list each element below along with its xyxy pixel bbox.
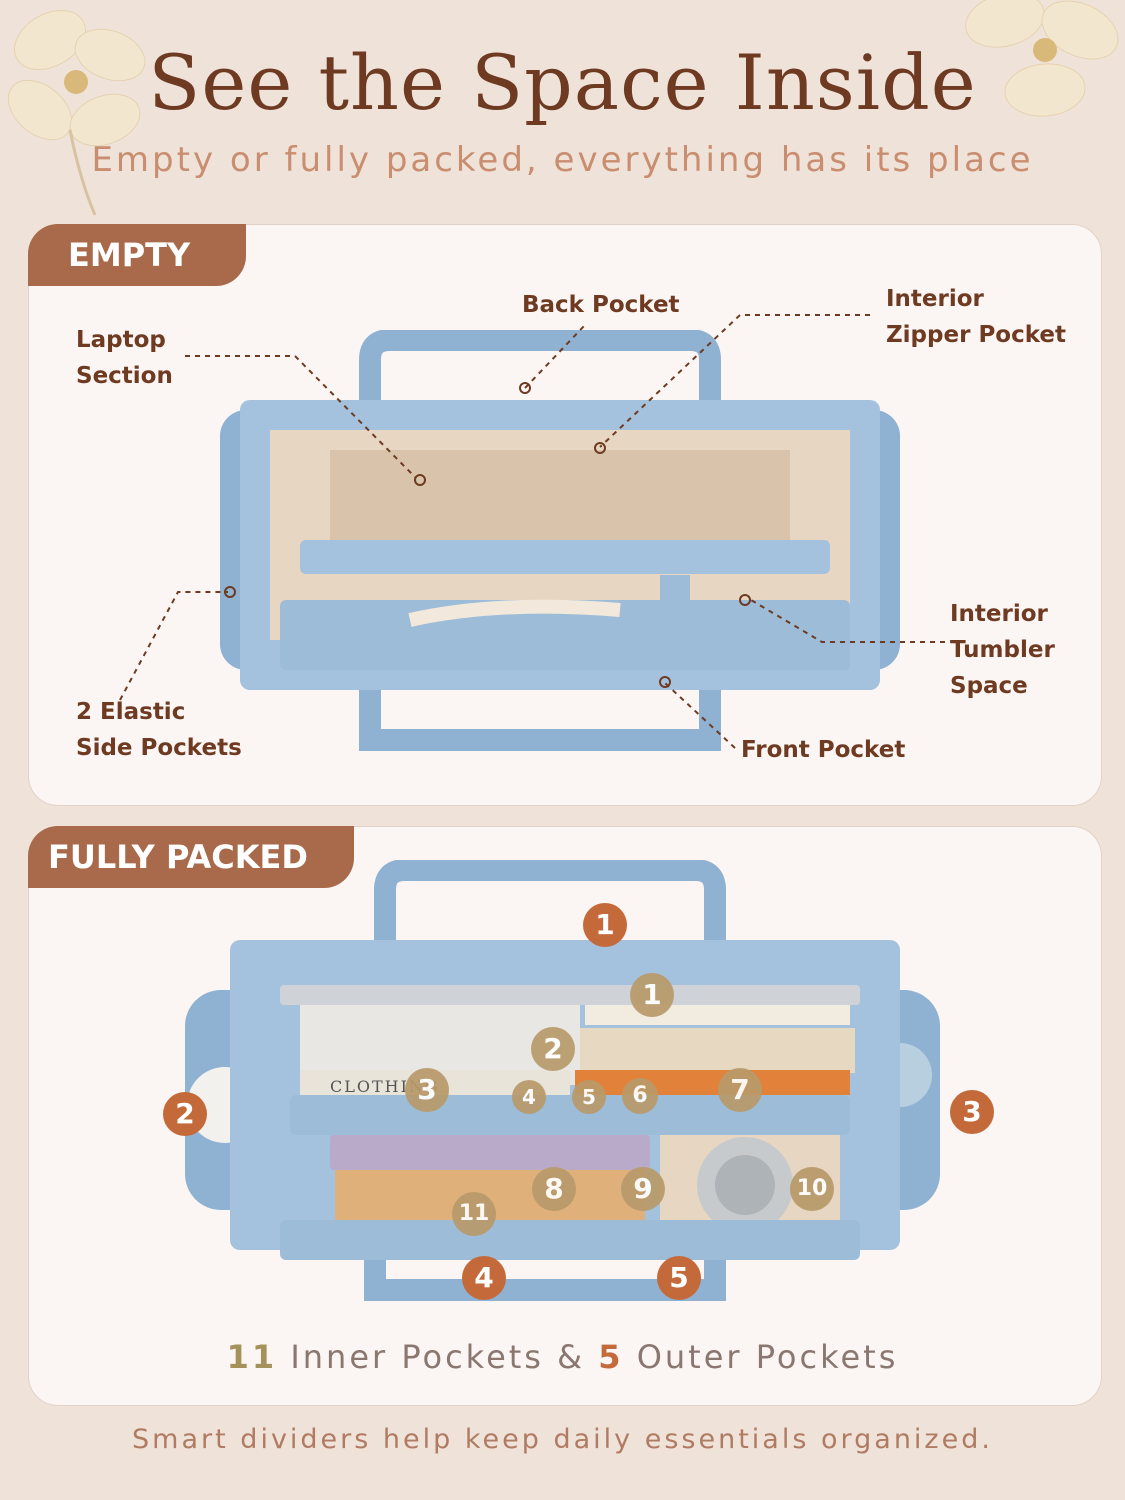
label-interior-tumbler-space: Interior Tumbler Space bbox=[950, 601, 1055, 699]
inner-badge-8: 8 bbox=[532, 1167, 576, 1211]
label-laptop-section: Laptop Section bbox=[76, 327, 173, 389]
inner-text: Inner Pockets & bbox=[290, 1338, 586, 1376]
label-elastic-side-pockets: 2 Elastic Side Pockets bbox=[76, 699, 242, 761]
inner-badge-10: 10 bbox=[790, 1167, 834, 1211]
outer-badge-3: 3 bbox=[950, 1090, 994, 1134]
outer-count: 5 bbox=[598, 1338, 624, 1376]
outer-badge-2: 2 bbox=[163, 1092, 207, 1136]
label-front-pocket: Front Pocket bbox=[741, 737, 906, 763]
label-interior-zipper-pocket: Interior Zipper Pocket bbox=[886, 286, 1067, 348]
inner-badge-5: 5 bbox=[572, 1080, 606, 1114]
empty-bag-illustration bbox=[220, 330, 900, 751]
pocket-summary: 11 Inner Pockets & 5 Outer Pockets bbox=[0, 1338, 1125, 1376]
inner-badge-7: 7 bbox=[718, 1068, 762, 1112]
inner-count: 11 bbox=[226, 1338, 278, 1376]
page-subtitle: Empty or fully packed, everything has it… bbox=[91, 140, 1034, 180]
footer-tagline: Smart dividers help keep daily essential… bbox=[132, 1424, 993, 1455]
empty-leader-lines bbox=[119, 314, 945, 749]
outer-badge-4: 4 bbox=[462, 1256, 506, 1300]
flower-decoration-right bbox=[965, 0, 1119, 117]
inner-badge-2: 2 bbox=[531, 1027, 575, 1071]
flower-decoration-left bbox=[7, 10, 146, 216]
label-back-pocket: Back Pocket bbox=[522, 292, 680, 318]
inner-badge-6: 6 bbox=[622, 1078, 658, 1114]
page-title: See the Space Inside bbox=[148, 38, 977, 127]
inner-badge-3: 3 bbox=[405, 1068, 449, 1112]
packed-tag: FULLY PACKED bbox=[28, 826, 354, 888]
inner-badge-4: 4 bbox=[512, 1080, 546, 1114]
outer-badge-1: 1 bbox=[583, 903, 627, 947]
inner-badge-11: 11 bbox=[452, 1192, 496, 1236]
empty-tag: EMPTY bbox=[28, 224, 246, 286]
inner-badge-1: 1 bbox=[630, 973, 674, 1017]
packed-bag-illustration: CLOTHING bbox=[185, 860, 940, 1301]
outer-text: Outer Pockets bbox=[636, 1338, 899, 1376]
inner-badge-9: 9 bbox=[621, 1167, 665, 1211]
outer-badge-5: 5 bbox=[657, 1256, 701, 1300]
